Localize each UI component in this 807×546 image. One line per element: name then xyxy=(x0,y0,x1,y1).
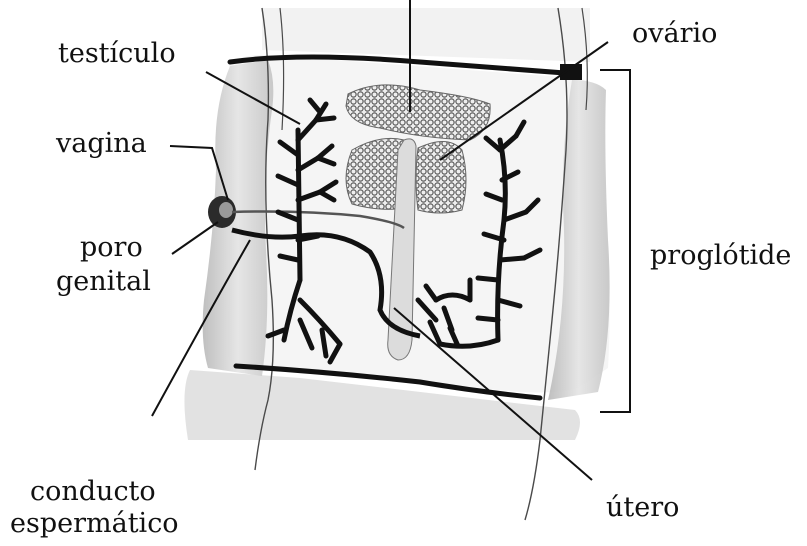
label-utero: útero xyxy=(606,492,679,523)
label-genital: genital xyxy=(56,266,151,297)
label-poro: poro xyxy=(80,232,143,263)
label-conducto: conducto xyxy=(30,476,156,507)
label-ovario: ovário xyxy=(632,18,717,49)
ovary-right-lobe xyxy=(416,141,466,213)
label-espermatico: espermático xyxy=(10,508,179,539)
upper-segment xyxy=(262,8,590,62)
label-vagina: vagina xyxy=(56,128,147,159)
label-proglotide: proglótide xyxy=(650,240,791,271)
top-right-knot xyxy=(560,64,582,80)
label-testiculo: testículo xyxy=(58,38,176,69)
